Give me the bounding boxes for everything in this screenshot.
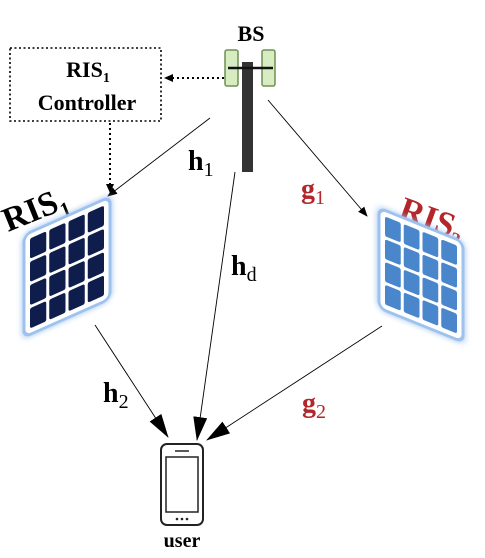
label-g2: g2 [302, 388, 326, 423]
bs-label: BS [238, 21, 265, 46]
ris-element-cell [422, 300, 439, 326]
ris-element-cell [30, 255, 47, 282]
ris-element-cell [30, 278, 47, 305]
ris1: RIS1 [0, 184, 112, 338]
label-h1: h1 [188, 146, 214, 181]
phone-button-dot [175, 517, 179, 521]
ris-element-cell [422, 277, 439, 303]
ris2-panel [377, 207, 465, 343]
controller-box [9, 47, 162, 122]
ris-element-cell [441, 239, 457, 265]
ris-element-cell [403, 292, 420, 318]
link-bs-to-ris2 [267, 99, 368, 217]
ris-element-cell [441, 262, 457, 288]
ris-element-cell [49, 246, 66, 273]
ris-element-cell [68, 261, 85, 288]
ris1-panel [22, 196, 112, 338]
ris-element-cell [87, 252, 104, 279]
controller-title: RIS1 [66, 57, 110, 86]
link-bs-to-user [193, 171, 236, 441]
label-g1: g1 [301, 174, 325, 209]
ris-element-cell [441, 308, 457, 333]
ris2-element-grid [385, 217, 457, 333]
base-station: BS [224, 21, 276, 172]
channel-links [94, 99, 383, 441]
ris-element-cell [403, 270, 420, 295]
ris-element-cell [403, 247, 420, 273]
phone-button-dot [185, 517, 189, 521]
ris-element-cell [385, 262, 401, 288]
ris1-element-grid [30, 206, 104, 328]
ris-element-cell [68, 284, 85, 311]
ris1-controller: RIS1 Controller [9, 47, 162, 122]
ris-element-cell [385, 285, 401, 311]
label-h2: h2 [103, 378, 129, 413]
ris-element-cell [385, 239, 401, 265]
user-label: user [164, 530, 201, 552]
ris-element-cell [403, 224, 420, 250]
user-device: user [160, 443, 204, 552]
link-ris1-to-user [94, 324, 169, 438]
ris-element-cell [422, 232, 439, 258]
controller-subtitle: Controller [38, 90, 137, 115]
ris-element-cell [385, 217, 401, 242]
bs-mast [242, 62, 253, 172]
label-hd: hd [231, 251, 257, 286]
ris-element-cell [87, 275, 104, 303]
ris-element-cell [87, 229, 104, 256]
ris-element-cell [87, 206, 104, 233]
ris-element-cell [30, 231, 47, 259]
link-bs-to-ris1 [107, 117, 211, 197]
ris-element-cell [49, 293, 66, 320]
ris-element-cell [68, 238, 85, 265]
ris-element-cell [68, 214, 85, 241]
phone-screen [165, 456, 199, 513]
ris-element-cell [49, 269, 66, 296]
link-ris2-to-user [206, 325, 383, 441]
ris-element-cell [30, 301, 47, 328]
ris-element-cell [49, 223, 66, 250]
phone-button-dot [180, 517, 184, 521]
ris-element-cell [441, 285, 457, 311]
ris-element-cell [422, 255, 439, 280]
ris2: RIS2 [377, 191, 465, 343]
